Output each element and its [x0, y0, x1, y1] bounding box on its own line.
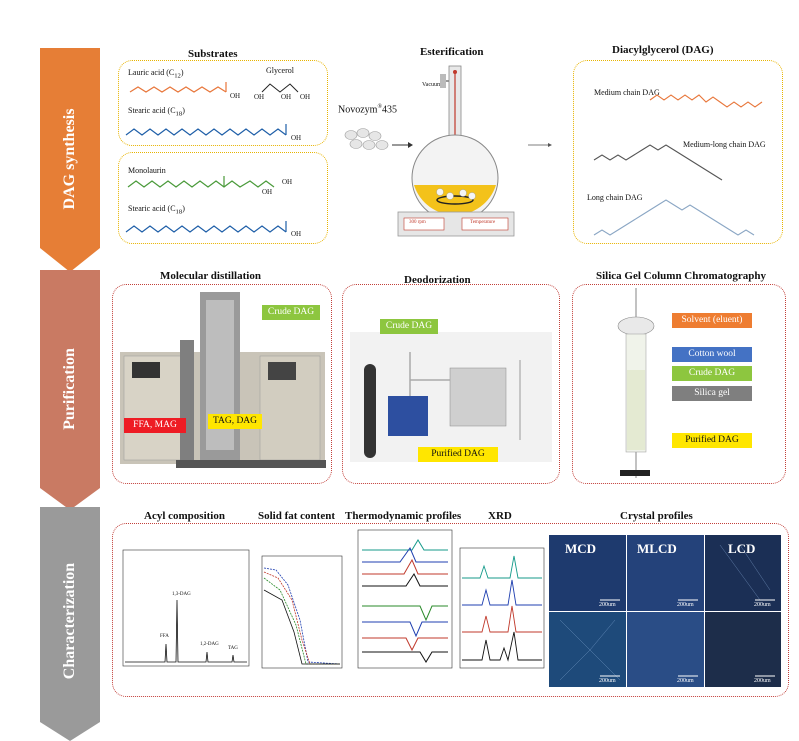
substrate-box-1	[118, 60, 328, 146]
glycerol-oh-2: OH	[281, 93, 292, 101]
stearic-acid-label-2: Stearic acid (C18)	[128, 204, 185, 216]
xrd-title: XRD	[488, 510, 512, 522]
long-chain-label: Long chain DAG	[587, 193, 643, 202]
tag-cotton-wool: Cotton wool	[672, 347, 752, 362]
peak-ffa-label: FFA	[160, 634, 169, 639]
deodorization-title: Deodorization	[404, 274, 471, 286]
medium-long-chain-label: Medium-long chain DAG	[683, 140, 766, 149]
molecular-distillation-box	[112, 284, 332, 484]
medium-chain-label: Medium chain DAG	[594, 88, 660, 97]
crystal-title: Crystal profiles	[620, 510, 693, 522]
silica-box	[572, 284, 786, 484]
lauric-acid-label: Lauric acid (C12)	[128, 68, 184, 80]
esterification-title: Esterification	[420, 46, 484, 58]
substrate-box-2	[118, 152, 328, 244]
scale-bar-5: 200um	[677, 678, 694, 684]
tag-tag-dag: TAG, DAG	[208, 414, 262, 429]
molecular-distillation-title: Molecular distillation	[160, 270, 261, 282]
lauric-oh: OH	[230, 92, 241, 100]
scale-bar-3: 200um	[754, 602, 771, 608]
substrates-title: Substrates	[188, 48, 238, 60]
tag-silica-gel: Silica gel	[672, 386, 752, 401]
crystal-label-mlcd: MLCD	[637, 541, 677, 556]
tag-solvent: Solvent (eluent)	[672, 313, 752, 328]
acyl-title: Acyl composition	[144, 510, 225, 522]
tag-ffa-mag: FFA, MAG	[124, 418, 186, 433]
stearic-oh-1: OH	[291, 134, 302, 142]
peak-tag-label: TAG	[228, 646, 238, 651]
stearic-acid-label-1: Stearic acid (C18)	[128, 106, 185, 118]
scale-bar-6: 200um	[754, 678, 771, 684]
tag-purified-dag-2: Purified DAG	[672, 433, 752, 448]
scale-bar-1: 200um	[599, 602, 616, 608]
silica-title: Silica Gel Column Chromatography	[596, 270, 767, 282]
temperature-display: Temperature	[470, 220, 496, 225]
dag-box	[573, 60, 783, 244]
scale-bar-4: 200um	[599, 678, 616, 684]
sfc-title: Solid fat content	[258, 510, 335, 522]
vacuum-label: Vacuum	[422, 82, 442, 88]
glycerol-oh-3: OH	[300, 93, 311, 101]
tag-purified-dag-1: Purified DAG	[418, 447, 498, 462]
glycerol-label: Glycerol	[266, 66, 294, 75]
deodorization-box	[342, 284, 560, 484]
tag-crude-dag-1: Crude DAG	[262, 305, 320, 320]
tag-crude-dag-2: Crude DAG	[380, 319, 438, 334]
thermo-title: Thermodynamic profiles	[345, 510, 462, 522]
crystal-label-lcd: LCD	[728, 541, 756, 556]
crystal-label-mcd: MCD	[565, 541, 597, 556]
scale-bar-2: 200um	[677, 602, 694, 608]
tag-crude-dag-3: Crude DAG	[672, 366, 752, 381]
stearic-oh-2: OH	[291, 230, 302, 238]
peak-1-3-label: 1,3-DAG	[172, 592, 191, 597]
enzyme-label: Novozym®435	[338, 104, 398, 116]
characterization-box	[112, 523, 789, 697]
rpm-display: 300 rpm	[409, 220, 426, 225]
monolaurin-oh-2: OH	[282, 178, 293, 186]
monolaurin-label: Monolaurin	[128, 166, 166, 175]
peak-1-2-label: 1,2-DAG	[200, 642, 219, 647]
glycerol-oh-1: OH	[254, 93, 265, 101]
monolaurin-oh-1: OH	[262, 188, 273, 196]
dag-title: Diacylglycerol (DAG)	[612, 44, 714, 56]
